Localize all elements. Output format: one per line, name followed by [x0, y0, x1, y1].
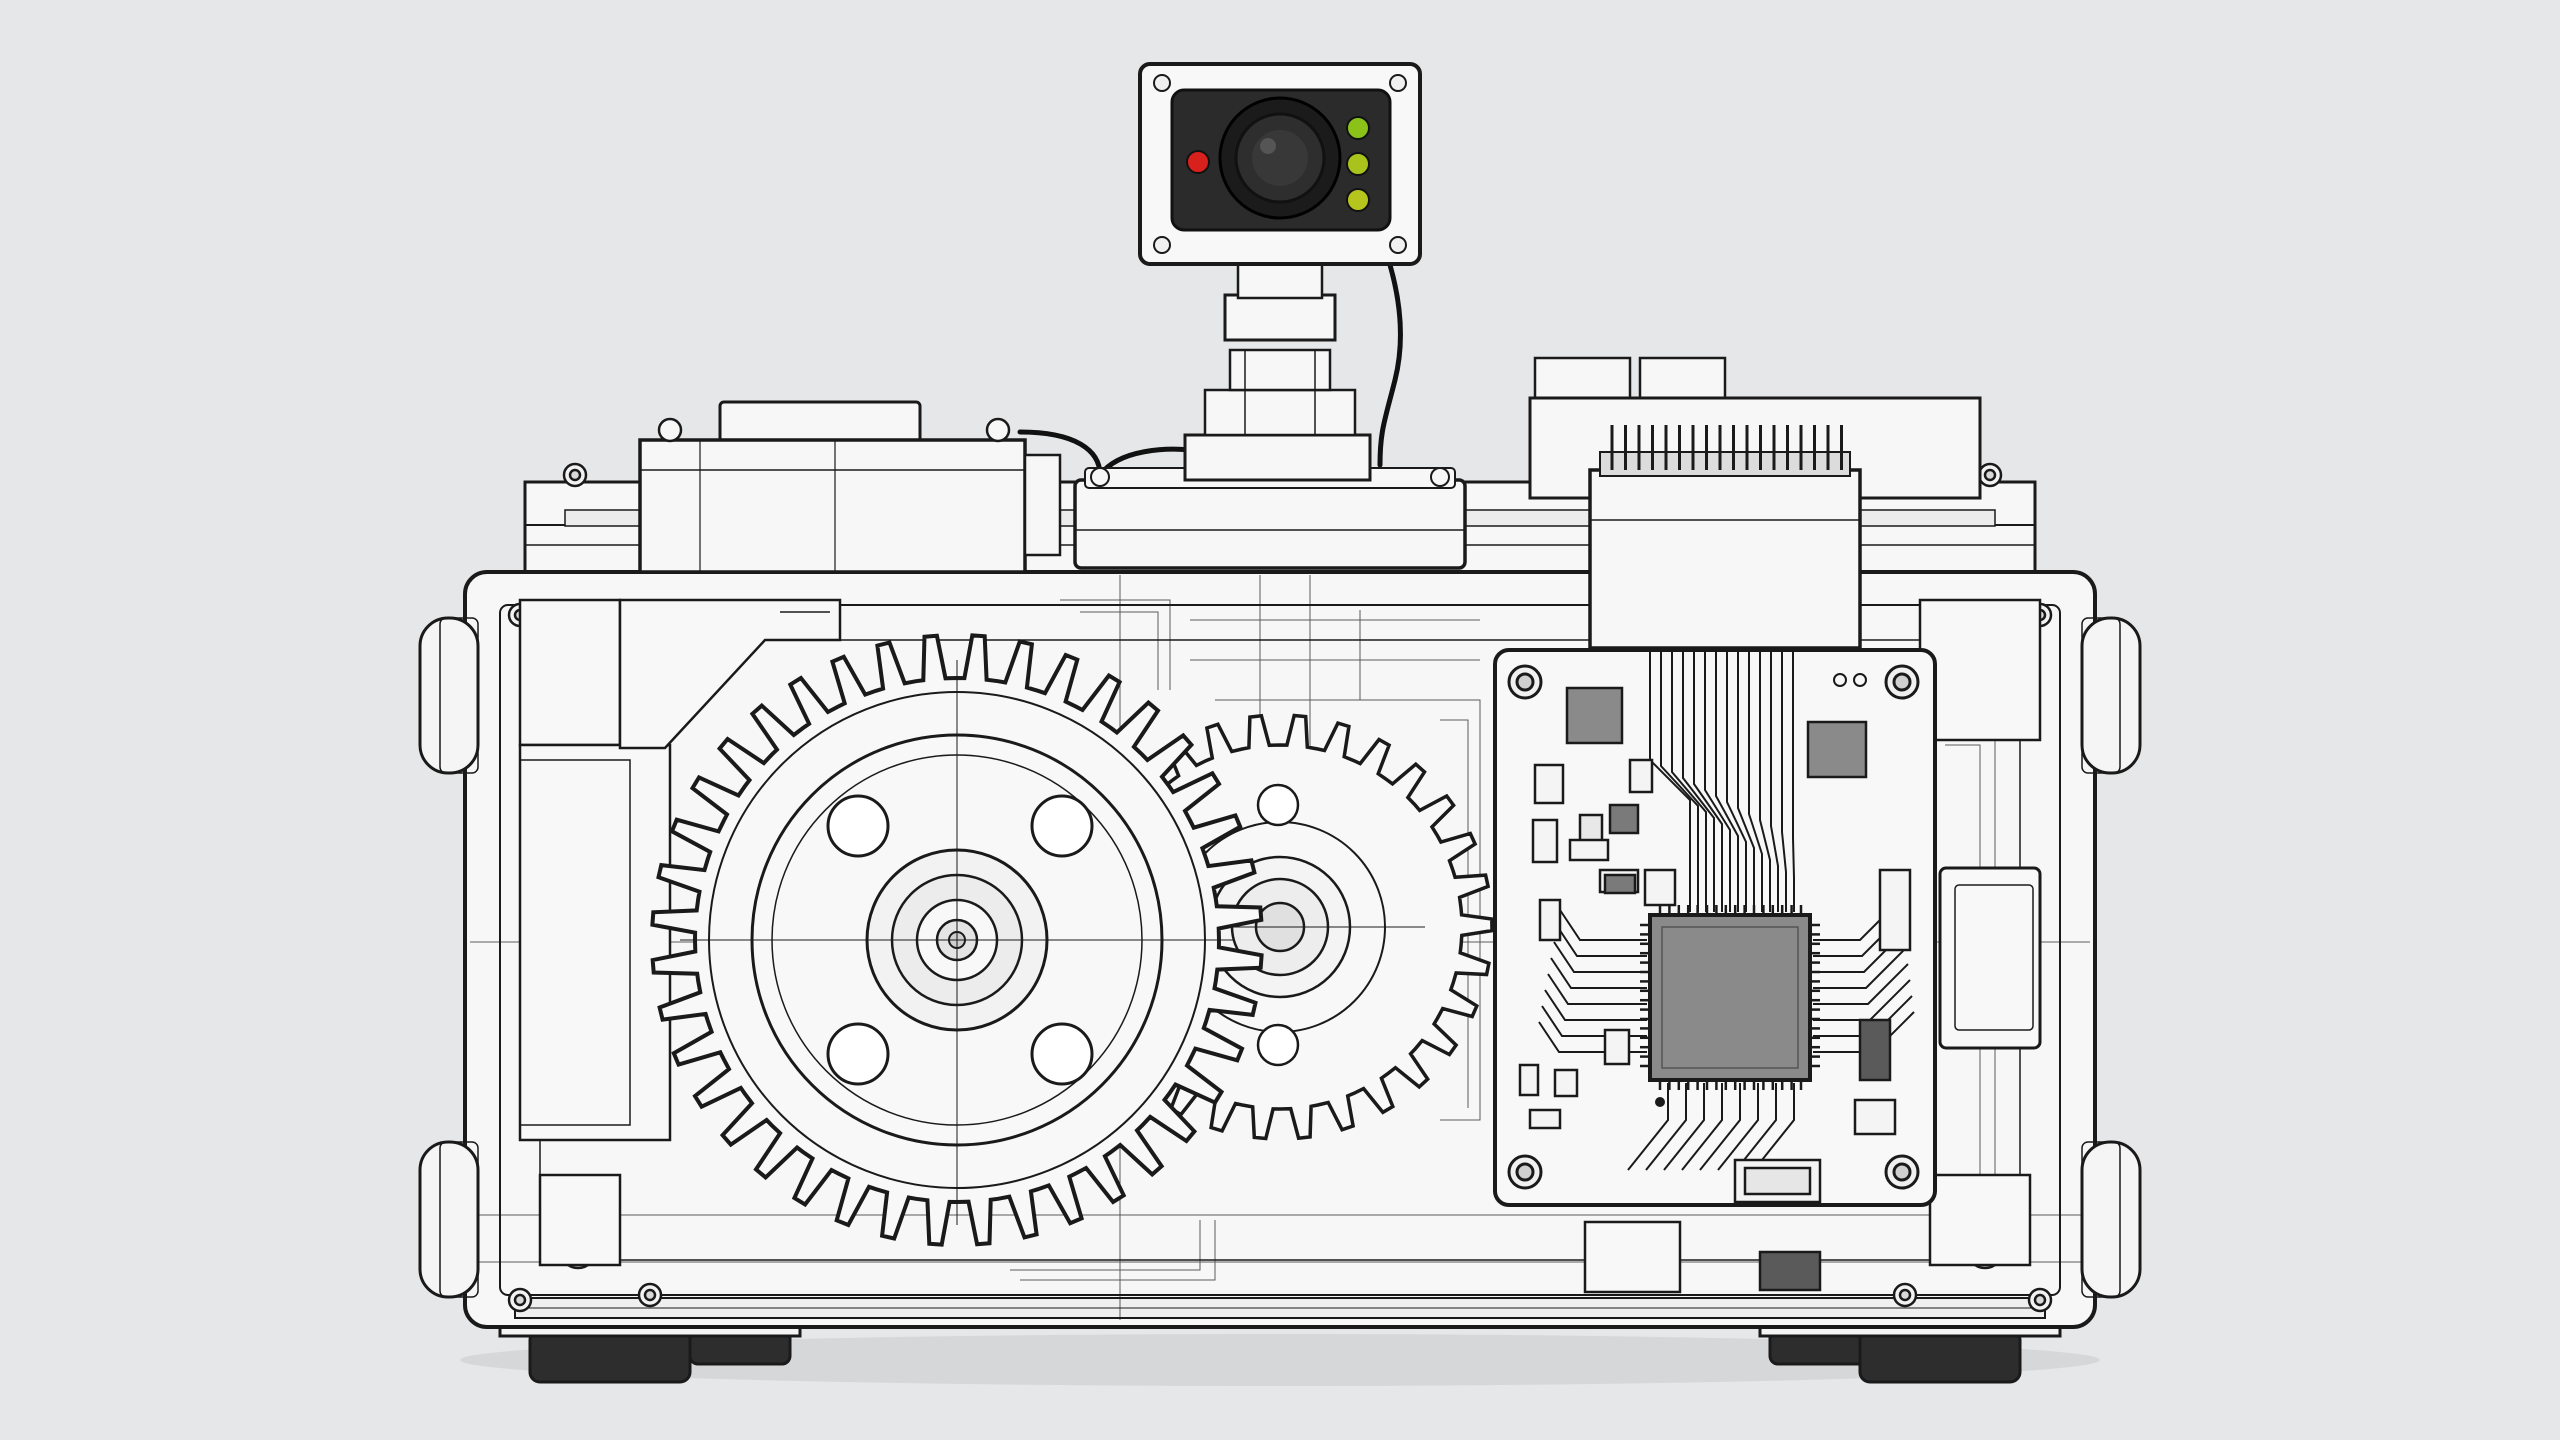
- pcb-trace: [1770, 650, 1779, 912]
- pcb-trace: [1759, 650, 1771, 912]
- pcb-trace: [1735, 1083, 1777, 1171]
- pcb-trace: [1547, 973, 1647, 1005]
- bolt-center: [1898, 1288, 1912, 1302]
- pcb-trace: [1715, 650, 1739, 912]
- pcb-trace: [1559, 909, 1647, 941]
- pcb-trace: [1550, 957, 1647, 989]
- pcb-trace: [1704, 650, 1731, 912]
- bolt-center: [2033, 1293, 2047, 1307]
- main-processor-chip: [1648, 913, 1812, 1082]
- pcb-trace: [1717, 1083, 1759, 1171]
- bolt-center: [568, 468, 582, 482]
- pcb-trace: [1627, 1083, 1669, 1171]
- pcb-trace: [1699, 1083, 1741, 1171]
- bolt-center: [643, 1288, 657, 1302]
- pcb-trace: [1645, 1083, 1687, 1171]
- pcb-trace: [1726, 650, 1747, 912]
- pin-header: [1610, 425, 1843, 470]
- bolt-center: [513, 1293, 527, 1307]
- side-bosses: [418, 616, 2142, 1299]
- pcb-trace: [1693, 650, 1723, 912]
- pcb-traces: [1538, 650, 1915, 1171]
- pcb-trace: [1553, 941, 1647, 973]
- pcb-trace: [1748, 650, 1763, 912]
- right-top-module: [1528, 356, 1982, 650]
- pcb-chip-small-2: [1806, 720, 1868, 779]
- bolt-center: [1983, 468, 1997, 482]
- pcb-chip-small-1: [1565, 686, 1624, 745]
- large-gear: [650, 633, 1264, 1247]
- yellow-green-led-1: [1346, 152, 1370, 176]
- pcb-trace: [1813, 947, 1907, 989]
- foot-left: [528, 1328, 692, 1384]
- pcb-trace: [1660, 650, 1699, 912]
- pcb-trace: [1681, 1083, 1723, 1171]
- green-led: [1346, 116, 1370, 140]
- turret-base: [1073, 260, 1467, 570]
- pcb-trace: [1544, 989, 1647, 1021]
- pcb-trace: [1781, 650, 1787, 912]
- yellow-green-led-2: [1346, 188, 1370, 212]
- camera-module: [1138, 62, 1422, 266]
- floor-shadow: [460, 1334, 2100, 1386]
- left-servo-module: [638, 400, 1062, 574]
- red-led: [1186, 150, 1210, 174]
- pcb-trace: [1649, 650, 1691, 912]
- pcb-trace: [1671, 650, 1707, 912]
- pcb-trace: [1556, 925, 1647, 957]
- pcb-trace: [1737, 650, 1755, 912]
- pcb-trace: [1792, 650, 1795, 912]
- pcb-trace: [1813, 963, 1909, 1005]
- pcb-trace: [1663, 1083, 1705, 1171]
- left-bracket: [518, 598, 842, 1267]
- right-bracket: [1583, 598, 2042, 1294]
- pcb-trace: [1682, 650, 1715, 912]
- pcb-trace: [1753, 1083, 1795, 1171]
- circuit-board: [1493, 648, 1937, 1207]
